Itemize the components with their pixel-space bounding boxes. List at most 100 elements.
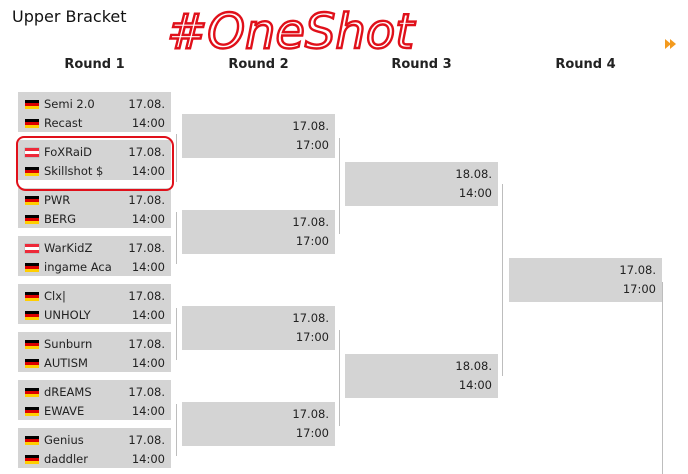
- round-header-4: Round 4: [555, 57, 616, 72]
- team-name: Recast: [44, 116, 83, 130]
- bracket-connector: [339, 330, 340, 426]
- team-name: BERG: [44, 212, 77, 226]
- match-date: 17.08.: [292, 119, 329, 133]
- round1-match[interactable]: Clx| 17.08. UNHOLY 14:00: [18, 284, 171, 324]
- team-name: Semi 2.0: [44, 97, 95, 111]
- match-time: 14:00: [131, 116, 165, 130]
- team-name: dREAMS: [44, 385, 92, 399]
- team-row[interactable]: WarKidZ 17.08.: [24, 239, 165, 257]
- match-time: 14:00: [131, 308, 165, 322]
- match-date: 17.08.: [128, 241, 165, 255]
- match-time: 14:00: [458, 186, 492, 200]
- bracket-connector: [339, 138, 340, 234]
- team-row[interactable]: BERG 14:00: [24, 210, 165, 228]
- match-time: 14:00: [131, 212, 165, 226]
- team-name: WarKidZ: [44, 241, 93, 255]
- austria-flag-icon: [25, 244, 39, 253]
- chevron-right-orange-icon[interactable]: [664, 37, 678, 51]
- match-time: 14:00: [131, 404, 165, 418]
- round3-match[interactable]: 18.08. 14:00: [345, 162, 498, 206]
- team-row[interactable]: FoXRaiD 17.08.: [24, 143, 165, 161]
- germany-flag-icon: [25, 292, 39, 301]
- match-date: 17.08.: [128, 337, 165, 351]
- match-time: 17:00: [295, 234, 329, 248]
- match-date: 17.08.: [128, 97, 165, 111]
- match-time: 17:00: [295, 330, 329, 344]
- round3-match[interactable]: 18.08. 14:00: [345, 354, 498, 398]
- team-name: EWAVE: [44, 404, 85, 418]
- germany-flag-icon: [25, 167, 39, 176]
- germany-flag-icon: [25, 436, 39, 445]
- austria-flag-icon: [25, 148, 39, 157]
- team-name: Skillshot $: [44, 164, 104, 178]
- bracket-connector: [502, 184, 503, 376]
- germany-flag-icon: [25, 388, 39, 397]
- oneshot-annotation-text: #OneShot: [167, 4, 416, 60]
- germany-flag-icon: [25, 263, 39, 272]
- match-time: 17:00: [622, 282, 656, 296]
- oneshot-annotation: #OneShot: [166, 3, 418, 61]
- match-date: 17.08.: [292, 407, 329, 421]
- match-time: 14:00: [131, 356, 165, 370]
- team-row[interactable]: Skillshot $ 14:00: [24, 162, 165, 180]
- match-time: 14:00: [458, 378, 492, 392]
- match-date: 17.08.: [128, 289, 165, 303]
- round2-match[interactable]: 17.08. 17:00: [182, 306, 335, 350]
- round-header-2: Round 2: [228, 57, 289, 72]
- match-date: 17.08.: [292, 215, 329, 229]
- team-row[interactable]: AUTISM 14:00: [24, 354, 165, 372]
- page-title: Upper Bracket: [12, 7, 127, 26]
- round2-match[interactable]: 17.08. 17:00: [182, 402, 335, 446]
- round1-match[interactable]: Semi 2.0 17.08. Recast 14:00: [18, 92, 171, 132]
- team-row[interactable]: Recast 14:00: [24, 114, 165, 132]
- team-row[interactable]: Semi 2.0 17.08.: [24, 95, 165, 113]
- germany-flag-icon: [25, 340, 39, 349]
- round2-match[interactable]: 17.08. 17:00: [182, 114, 335, 158]
- bracket-connector: [176, 212, 177, 264]
- bracket-connector: [662, 282, 663, 474]
- team-name: Genius: [44, 433, 84, 447]
- bracket-connector: [176, 308, 177, 360]
- match-date: 17.08.: [128, 193, 165, 207]
- germany-flag-icon: [25, 119, 39, 128]
- round-header-3: Round 3: [391, 57, 452, 72]
- germany-flag-icon: [25, 407, 39, 416]
- round-header-1: Round 1: [64, 57, 125, 72]
- round1-match[interactable]: FoXRaiD 17.08. Skillshot $ 14:00: [18, 140, 171, 180]
- germany-flag-icon: [25, 359, 39, 368]
- match-time: 14:00: [131, 164, 165, 178]
- team-row[interactable]: EWAVE 14:00: [24, 402, 165, 420]
- match-time: 14:00: [131, 452, 165, 466]
- germany-flag-icon: [25, 100, 39, 109]
- team-name: UNHOLY: [44, 308, 91, 322]
- team-row[interactable]: UNHOLY 14:00: [24, 306, 165, 324]
- team-row[interactable]: ingame Aca 14:00: [24, 258, 165, 276]
- team-name: Clx|: [44, 289, 66, 303]
- team-name: FoXRaiD: [44, 145, 92, 159]
- germany-flag-icon: [25, 311, 39, 320]
- germany-flag-icon: [25, 215, 39, 224]
- germany-flag-icon: [25, 196, 39, 205]
- match-date: 18.08.: [455, 359, 492, 373]
- match-time: 14:00: [131, 260, 165, 274]
- round1-match[interactable]: WarKidZ 17.08. ingame Aca 14:00: [18, 236, 171, 276]
- germany-flag-icon: [25, 455, 39, 464]
- round4-match[interactable]: 17.08. 17:00: [509, 258, 662, 302]
- round2-match[interactable]: 17.08. 17:00: [182, 210, 335, 254]
- team-row[interactable]: daddler 14:00: [24, 450, 165, 468]
- team-name: ingame Aca: [44, 260, 112, 274]
- match-time: 17:00: [295, 138, 329, 152]
- team-name: AUTISM: [44, 356, 88, 370]
- team-row[interactable]: Clx| 17.08.: [24, 287, 165, 305]
- match-date: 17.08.: [128, 145, 165, 159]
- team-name: daddler: [44, 452, 88, 466]
- bracket-connector: [176, 134, 177, 182]
